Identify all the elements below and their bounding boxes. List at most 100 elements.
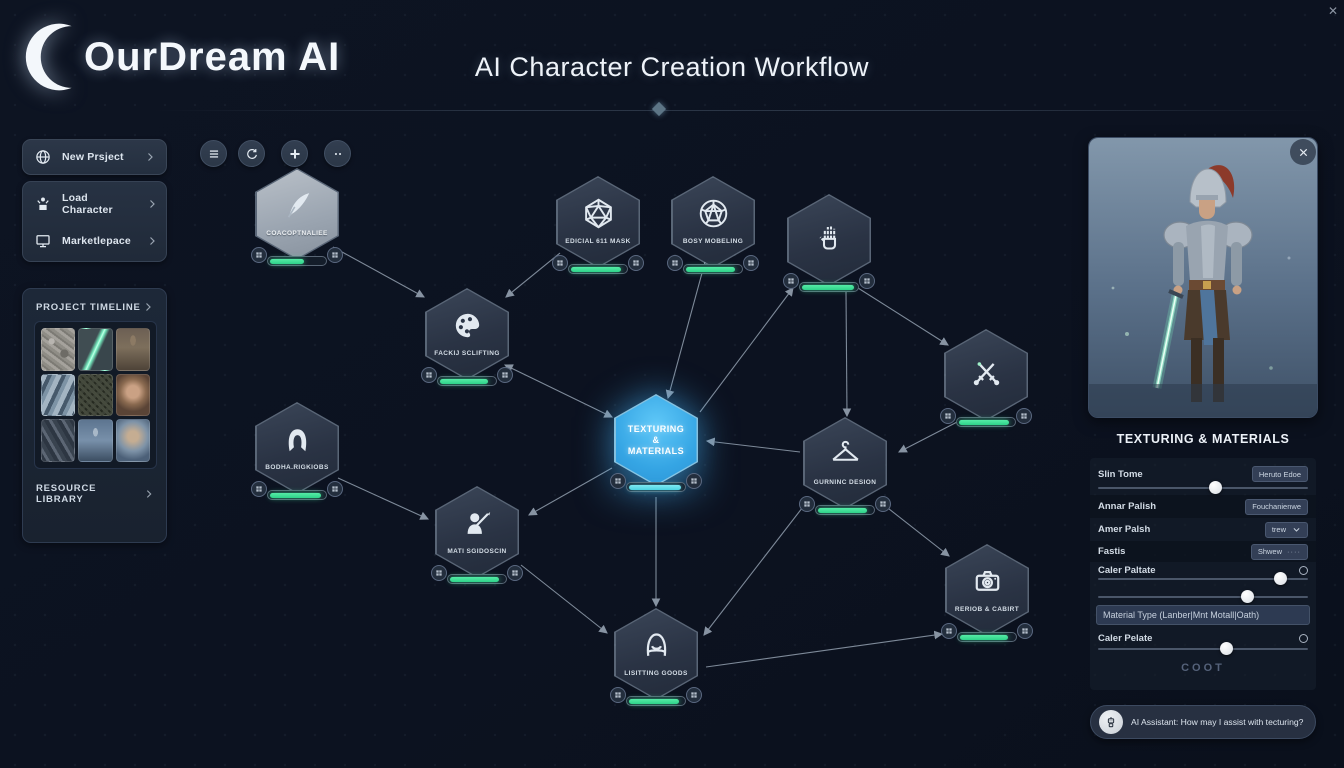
node-port-right[interactable] [1017, 623, 1033, 639]
character-preview-image [1089, 138, 1317, 417]
monitor-icon [33, 231, 53, 251]
marketplace-button[interactable]: Marketlepace [23, 223, 168, 259]
node-makeup-sculpt[interactable]: MATI SGIDOSCIN [431, 486, 523, 584]
header-divider [150, 110, 1334, 111]
node-port-left[interactable] [552, 255, 568, 271]
thumbnail-portrait-warm[interactable] [115, 373, 150, 417]
skin-tone-value-chip[interactable]: Heruto Edoe [1251, 466, 1308, 482]
node-hexagon[interactable]: BOSY MOBELING [671, 176, 755, 268]
project-panel: PROJECT TIMELINE RESOURCE LIBRARY [22, 288, 167, 543]
thumbnail-blue-stripe-texture[interactable] [41, 373, 76, 417]
new-project-button[interactable]: New Prsject [22, 139, 167, 175]
armor-polish-value-chip[interactable]: Fouchanienwe [1245, 498, 1308, 515]
node-port-right[interactable] [875, 496, 891, 512]
node-facial-mask[interactable]: EDICIAL 611 MASK [552, 176, 644, 274]
slider-handle[interactable] [1219, 642, 1233, 655]
color-palette-slider[interactable] [1098, 572, 1308, 585]
node-hand-rigging[interactable] [783, 194, 875, 292]
node-facial-sculpting[interactable]: FACKIJ SCLIFTING [421, 288, 513, 386]
node-body-modeling[interactable]: BOSY MOBELING [667, 176, 759, 274]
node-hair-grooming[interactable]: BODHA.RIGKIOBS [251, 402, 343, 500]
thumbnail-knit-texture[interactable] [78, 373, 113, 417]
thumbnail-armored-blue-figure[interactable] [78, 419, 113, 462]
plus-icon [289, 148, 300, 159]
ai-assistant-message: AI Assistant: How may I assist with tect… [1131, 717, 1304, 727]
thumbnail-energy-sword[interactable] [78, 328, 113, 371]
node-port-left[interactable] [251, 247, 267, 263]
resource-library-header[interactable]: RESOURCE LIBRARY [23, 483, 166, 505]
node-port-right[interactable] [1016, 408, 1032, 424]
node-hexagon[interactable]: RERIOB & CABIRT [945, 544, 1029, 636]
list-view-button[interactable] [200, 140, 227, 167]
slider-handle[interactable] [1274, 572, 1288, 585]
node-hexagon[interactable]: FACKIJ SCLIFTING [425, 288, 509, 380]
node-progress-bar [437, 376, 497, 386]
node-clothing-design[interactable]: GURNINC DESION [799, 417, 891, 515]
node-hexagon[interactable] [944, 329, 1028, 421]
node-port-left[interactable] [610, 473, 626, 489]
skin-tone-slider[interactable] [1098, 481, 1308, 494]
node-port-left[interactable] [941, 623, 957, 639]
thumbnail-portrait-cool[interactable] [115, 419, 150, 462]
node-hexagon[interactable]: GURNINC DESION [803, 417, 887, 509]
node-progress-bar [815, 505, 875, 515]
fabric-label: Fastis [1098, 546, 1126, 557]
slider-handle[interactable] [1209, 481, 1223, 494]
window-close-icon[interactable]: ✕ [1327, 4, 1338, 18]
preview-close-button[interactable] [1290, 139, 1316, 165]
refresh-workflow-button[interactable] [238, 140, 265, 167]
add-node-button[interactable] [281, 140, 308, 167]
node-hexagon[interactable]: LISITTING GOODS [614, 608, 698, 700]
node-port-left[interactable] [431, 565, 447, 581]
node-hexagon[interactable]: TEXTURING&MATERIALS [614, 394, 698, 486]
node-label: RERIOB & CABIRT [954, 606, 1020, 614]
palette-icon [451, 309, 484, 347]
node-port-right[interactable] [686, 473, 702, 489]
node-port-left[interactable] [421, 367, 437, 383]
node-port-right[interactable] [686, 687, 702, 703]
node-port-right[interactable] [859, 273, 875, 289]
node-port-left[interactable] [251, 481, 267, 497]
chevron-down-icon [1293, 528, 1300, 532]
node-port-left[interactable] [610, 687, 626, 703]
node-port-left[interactable] [940, 408, 956, 424]
thumbnail-metal-texture[interactable] [41, 419, 76, 462]
slider-handle[interactable] [1240, 590, 1254, 603]
node-lighting[interactable]: LISITTING GOODS [610, 608, 702, 706]
ai-assistant-bar[interactable]: AI Assistant: How may I assist with tect… [1090, 705, 1316, 739]
node-hexagon[interactable] [787, 194, 871, 286]
node-hexagon[interactable]: MATI SGIDOSCIN [435, 486, 519, 578]
node-render-export[interactable]: RERIOB & CABIRT [941, 544, 1033, 642]
node-conceptualize[interactable]: COACOPTNALIEE [251, 168, 343, 266]
project-timeline-header[interactable]: PROJECT TIMELINE [23, 289, 166, 319]
load-character-button[interactable]: Load Character [23, 186, 168, 222]
node-port-left[interactable] [667, 255, 683, 271]
texturing-controls-panel: Slin Tome Heruto Edoe Annar Palish Fouch… [1090, 458, 1316, 690]
node-port-right[interactable] [628, 255, 644, 271]
node-port-right[interactable] [743, 255, 759, 271]
node-port-right[interactable] [507, 565, 523, 581]
color-palette-radio[interactable] [1299, 566, 1308, 575]
thumbnail-armored-figure[interactable] [115, 328, 150, 371]
node-port-left[interactable] [799, 496, 815, 512]
header-diamond-ornament [651, 101, 667, 117]
node-port-right[interactable] [327, 247, 343, 263]
node-hexagon[interactable]: COACOPTNALIEE [255, 168, 339, 260]
node-texturing[interactable]: TEXTURING&MATERIALS [610, 394, 702, 492]
fabric-value-chip[interactable]: Shwew···· [1250, 543, 1308, 560]
node-hexagon[interactable]: BODHA.RIGKIOBS [255, 402, 339, 494]
more-options-button[interactable] [324, 140, 351, 167]
footer-button[interactable]: COOT [1181, 662, 1225, 674]
node-port-left[interactable] [783, 273, 799, 289]
node-weapons[interactable] [940, 329, 1032, 427]
node-port-right[interactable] [327, 481, 343, 497]
color-palette2-radio[interactable] [1299, 634, 1308, 643]
color-palette2-slider[interactable] [1098, 642, 1308, 655]
node-port-right[interactable] [497, 367, 513, 383]
thumbnail-granite-texture[interactable] [41, 328, 76, 371]
secondary-slider[interactable] [1098, 590, 1308, 603]
skin-tone-label: Slin Tome [1098, 468, 1143, 480]
material-type-input[interactable]: Material Type (Lanber|Mnt Motall|Oath) [1096, 605, 1310, 625]
armor-polish2-dropdown[interactable]: trew [1264, 521, 1308, 538]
node-hexagon[interactable]: EDICIAL 611 MASK [556, 176, 640, 268]
